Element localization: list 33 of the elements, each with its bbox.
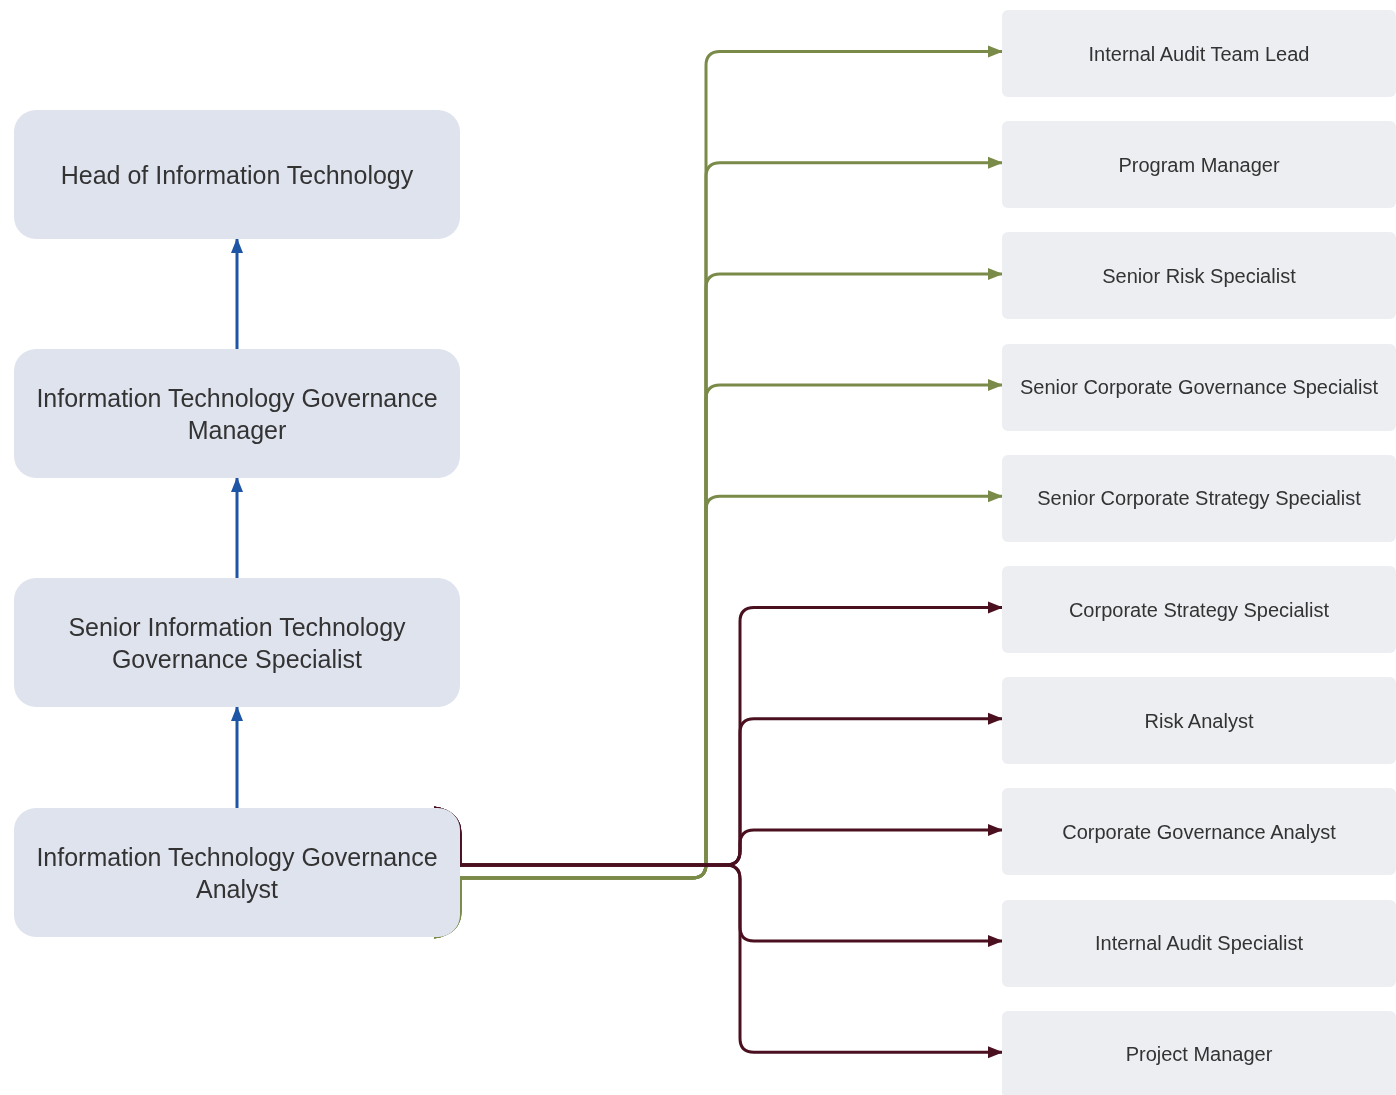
connector-arrow [433, 806, 1003, 1059]
connector-arrow [231, 706, 243, 808]
role-title: Information Technology Governance Analyst [35, 841, 439, 905]
role-title: Internal Audit Specialist [1095, 931, 1303, 957]
role-box [1002, 121, 1396, 209]
role-title: Senior Information Technology Governance Specialist [67, 611, 407, 675]
role-box [1002, 566, 1396, 653]
role-box [14, 110, 460, 239]
role-box [14, 578, 460, 707]
connector-arrow [433, 490, 1003, 939]
role-box [1002, 899, 1396, 987]
role-title: Head of Information Technology [60, 159, 414, 191]
role-box [1002, 788, 1396, 876]
role-title: Internal Audit Team Lead [1088, 41, 1310, 67]
role-box [1002, 677, 1396, 765]
role-title: Senior Corporate Governance Specialist [1020, 375, 1378, 401]
connector-arrow [231, 238, 243, 349]
connector-arrow [231, 477, 243, 578]
role-title: Project Manager [1125, 1042, 1273, 1068]
role-box [14, 808, 460, 937]
role-title: Senior Risk Specialist [1102, 263, 1296, 289]
role-box [14, 349, 460, 478]
role-title: Risk Analyst [1144, 708, 1254, 734]
role-title: Program Manager [1118, 152, 1280, 178]
role-box [1002, 1010, 1396, 1095]
role-title: Information Technology Governance Manager [35, 382, 439, 446]
role-box [1002, 232, 1396, 320]
role-title: Corporate Strategy Specialist [1068, 597, 1330, 623]
role-box [1002, 343, 1396, 431]
role-box [1002, 454, 1396, 542]
role-box [1002, 10, 1396, 97]
role-title: Corporate Governance Analyst [1062, 819, 1336, 845]
role-title: Senior Corporate Strategy Specialist [1037, 486, 1361, 512]
